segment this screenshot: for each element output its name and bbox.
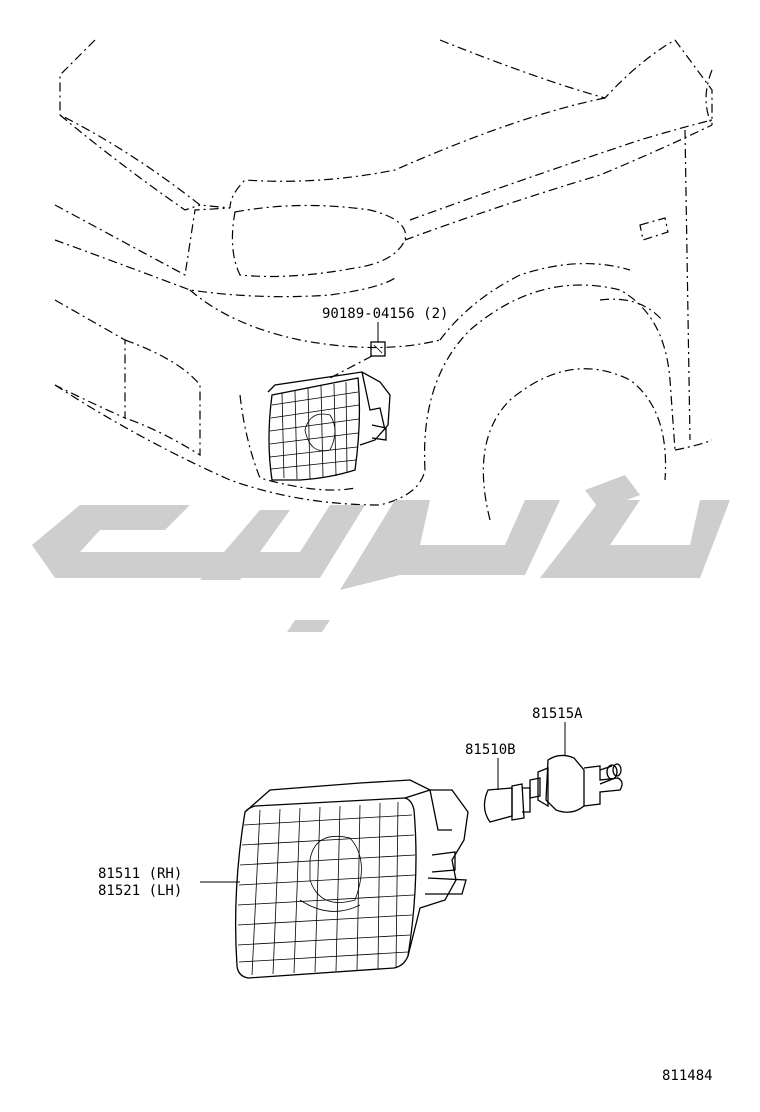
installed-turn-lamp (267, 371, 391, 481)
clip-part (370, 341, 386, 357)
lamp-lh-callout: 81521 (LH) (98, 883, 182, 899)
clip-install-line (329, 355, 373, 379)
wedge-bulb (483, 783, 531, 823)
vehicle-outline (54, 39, 713, 521)
watermark-logo (32, 475, 730, 632)
turn-signal-lamp (234, 779, 469, 979)
bulb-socket (529, 754, 623, 813)
clip-callout: 90189-04156 (2) (322, 306, 448, 322)
illustration-number: 811484 (662, 1068, 713, 1084)
socket-callout: 81515A (532, 706, 583, 722)
bulb-callout: 81510B (465, 742, 516, 758)
lamp-rh-callout: 81511 (RH) (98, 866, 182, 882)
